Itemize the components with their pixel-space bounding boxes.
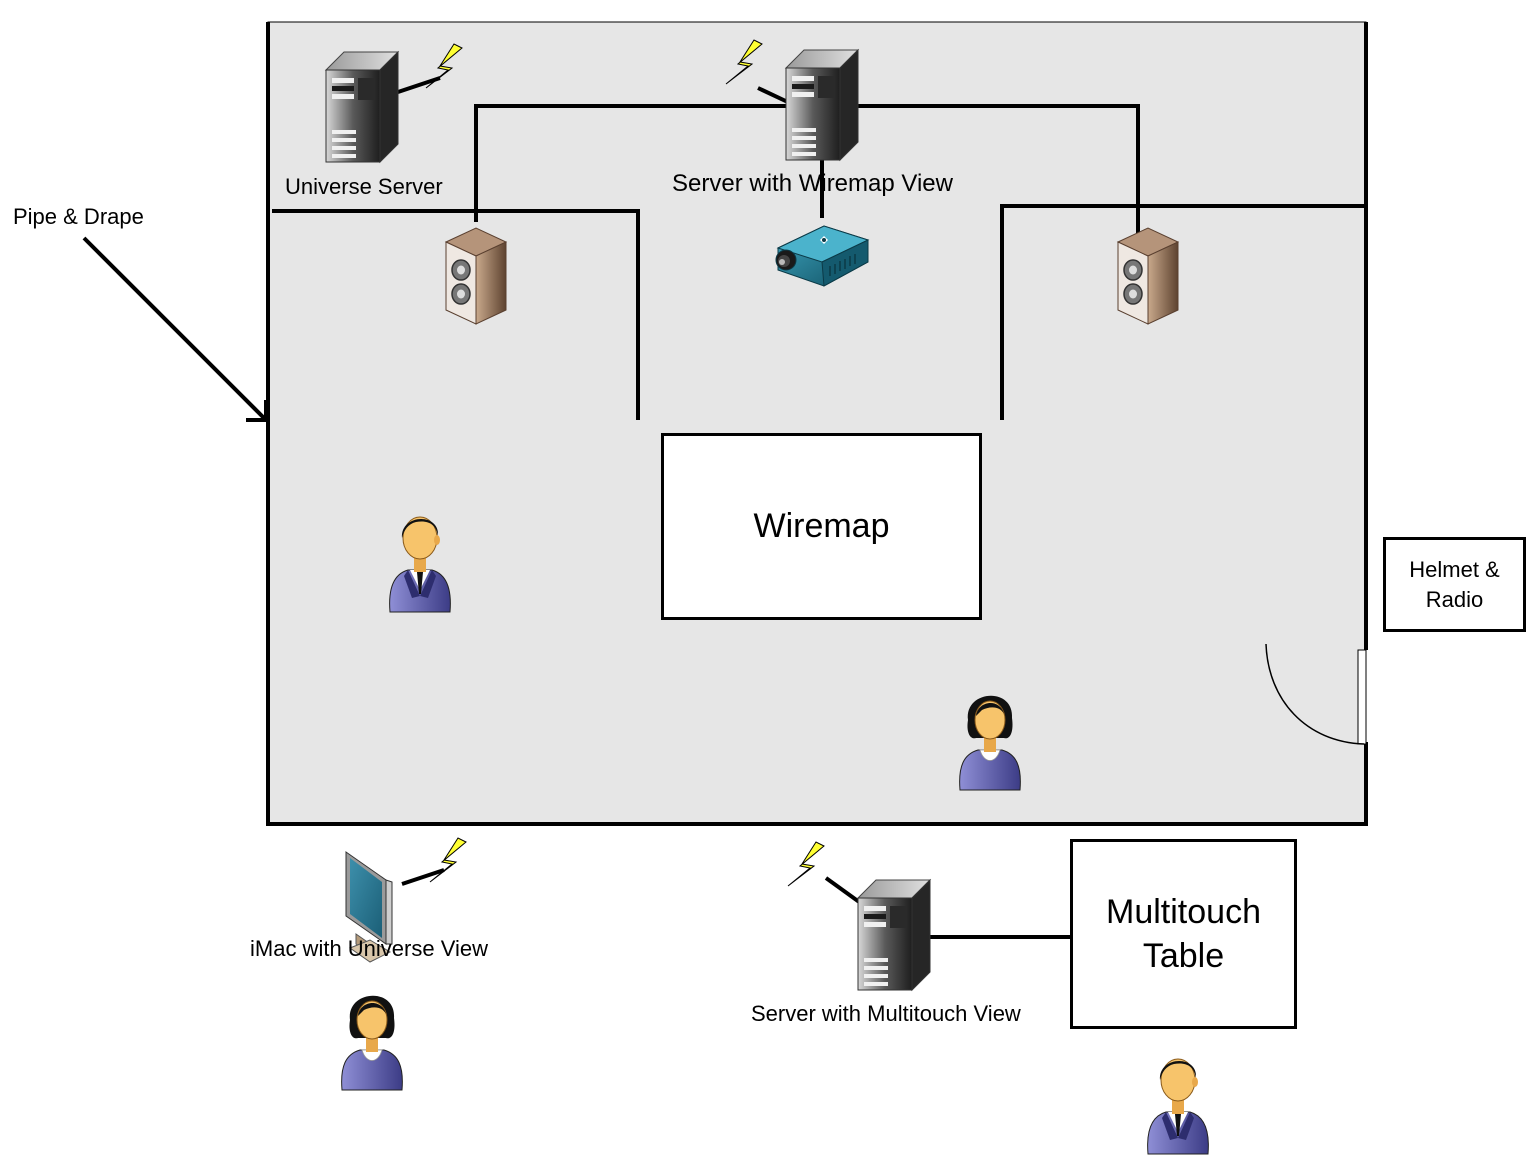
multitouch-label-line1: Multitouch [1106, 893, 1261, 931]
helmet-radio-box: Helmet & Radio [1383, 537, 1526, 632]
man-person-icon-2 [1147, 1058, 1209, 1155]
wiremap-label: Wiremap [753, 507, 890, 545]
multitouch-server-label: Server with Multitouch View [751, 1001, 1021, 1026]
pipe-drape-partitions [272, 204, 1366, 420]
room-walls [266, 22, 1368, 826]
helmet-label-line2: Radio [1425, 586, 1484, 612]
universe-server-label: Universe Server [285, 174, 443, 199]
speaker-right-icon [1117, 227, 1179, 325]
multitouch-server-icon [857, 879, 931, 991]
multitouch-label-line2: Table [1142, 937, 1225, 975]
woman-person-icon-2 [341, 995, 403, 1091]
pipe-drape-arrow [82, 236, 268, 422]
universe-server-icon [325, 51, 399, 163]
multitouch-table-box: Multitouch Table [1070, 839, 1297, 1029]
wiremap-server-label: Server with Wiremap View [672, 170, 953, 197]
pipe-drape-label: Pipe & Drape [13, 204, 144, 229]
cables [397, 76, 1140, 939]
wiremap-server-icon [785, 49, 859, 161]
door [1265, 643, 1367, 745]
speaker-left-icon [445, 227, 507, 325]
multitouch-server-wireless-icon [787, 841, 825, 887]
imac-label: iMac with Universe View [250, 936, 489, 961]
imac-wireless-icon [429, 837, 467, 883]
helmet-label-line1: Helmet & [1409, 556, 1500, 582]
wiremap-box: Wiremap [661, 433, 982, 620]
